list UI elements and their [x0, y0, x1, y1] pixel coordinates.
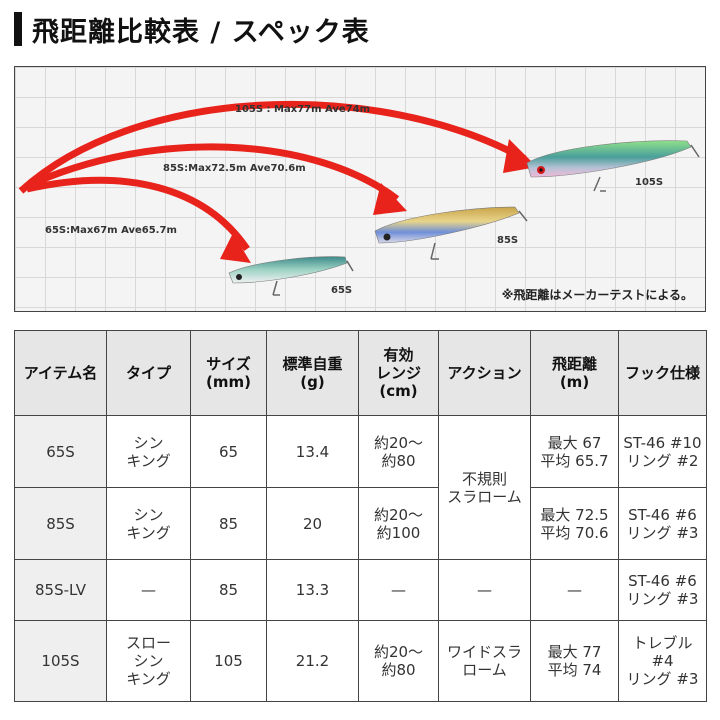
page-title: 飛距離比較表 / スペック表	[32, 17, 370, 48]
cell-range: 約20〜約100	[358, 487, 439, 560]
cell-weight: 21.2	[266, 620, 359, 702]
cell-size: 105	[190, 620, 267, 702]
arc-65s	[26, 176, 250, 251]
header-distance: 飛距離(m)	[530, 330, 619, 416]
cell-size: 85	[190, 487, 267, 560]
cell-name: 65S	[14, 415, 107, 488]
arc-label-65s: 65S:Max67m Ave65.7m	[45, 225, 177, 236]
cell-weight: 13.3	[266, 559, 359, 621]
arrowhead-85s	[373, 183, 407, 215]
cell-name: 85S	[14, 487, 107, 560]
header-range: 有効レンジ(cm)	[358, 330, 439, 416]
cell-type: シンキング	[106, 487, 191, 560]
spec-table: アイテム名 タイプ サイズ(mm) 標準自重(g) 有効レンジ(cm) アクショ…	[14, 330, 707, 702]
cell-name: 85S-LV	[14, 559, 107, 621]
cell-type: シンキング	[106, 415, 191, 488]
cell-weight: 20	[266, 487, 359, 560]
cell-weight: 13.4	[266, 415, 359, 488]
table-header-row: アイテム名 タイプ サイズ(mm) 標準自重(g) 有効レンジ(cm) アクショ…	[14, 330, 707, 416]
header-weight: 標準自重(g)	[266, 330, 359, 416]
cell-range: 約20〜約80	[358, 620, 439, 702]
lure-label-105s: 105S	[635, 177, 664, 188]
distance-diagram: 105S : Max77m Ave74m 85S:Max72.5m Ave70.…	[14, 66, 706, 312]
arc-label-85s: 85S:Max72.5m Ave70.6m	[163, 163, 306, 174]
arrowhead-65s	[220, 233, 251, 263]
cell-range: 約20〜約80	[358, 415, 439, 488]
cell-action: ワイドスラローム	[438, 620, 531, 702]
cell-size: 85	[190, 559, 267, 621]
lure-65s	[228, 256, 354, 296]
cell-type: スローシンキング	[106, 620, 191, 702]
header-size: サイズ(mm)	[190, 330, 267, 416]
cell-action-shared: 不規則スラローム	[438, 415, 531, 560]
cell-action: —	[438, 559, 531, 621]
header-item-name: アイテム名	[14, 330, 107, 416]
header-type: タイプ	[106, 330, 191, 416]
header-hook: フック仕様	[618, 330, 707, 416]
lure-label-85s: 85S	[497, 235, 519, 246]
header-action: アクション	[438, 330, 531, 416]
cell-name: 105S	[14, 620, 107, 702]
lure-label-65s: 65S	[331, 285, 353, 296]
table-row: 65S シンキング 65 13.4 約20〜約80 不規則スラローム 最大 67…	[14, 415, 707, 560]
table-row: 105S スローシンキング 105 21.2 約20〜約80 ワイドスラローム …	[14, 620, 707, 702]
arc-label-105s: 105S : Max77m Ave74m	[235, 104, 371, 115]
arc-85s	[23, 143, 400, 202]
cell-range: —	[358, 559, 439, 621]
distance-graphic	[18, 100, 700, 296]
arc-105s	[18, 100, 527, 194]
lure-105s	[526, 140, 700, 192]
distance-note: ※飛距離はメーカーテストによる。	[501, 288, 693, 302]
cell-size: 65	[190, 415, 267, 488]
lure-85s	[374, 206, 528, 260]
cell-type: —	[106, 559, 191, 621]
cell-distance: —	[530, 559, 619, 621]
title-accent-bar	[14, 12, 22, 46]
